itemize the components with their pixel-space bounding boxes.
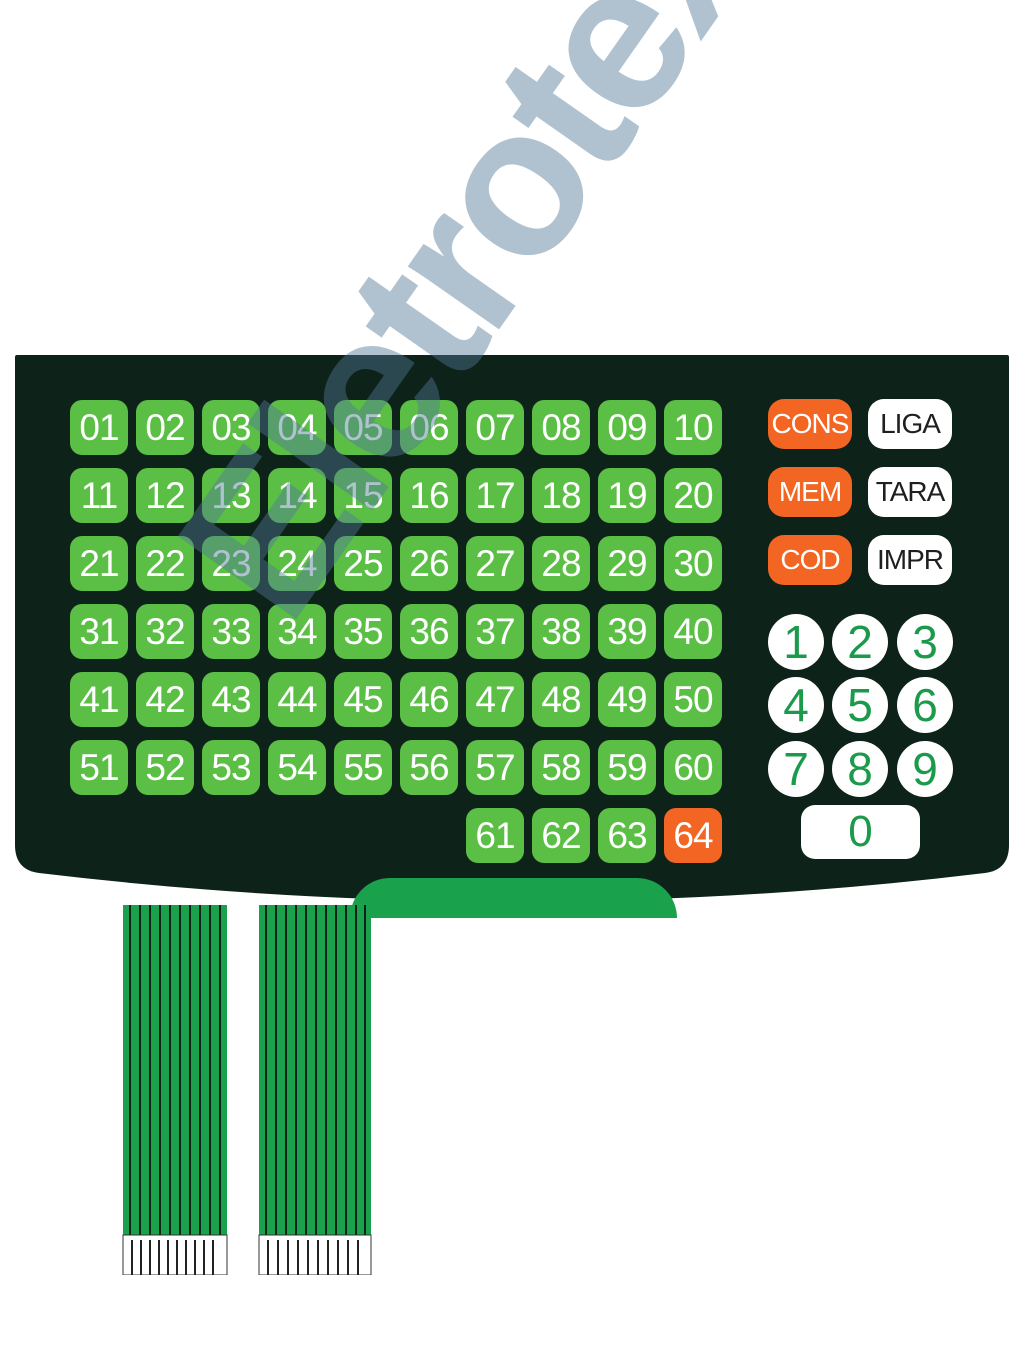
product-key-12[interactable]: 12 bbox=[136, 468, 194, 523]
product-key-26[interactable]: 26 bbox=[400, 536, 458, 591]
digit-5-button[interactable]: 5 bbox=[832, 677, 888, 733]
product-key-51[interactable]: 51 bbox=[70, 740, 128, 795]
product-key-50[interactable]: 50 bbox=[664, 672, 722, 727]
product-key-37[interactable]: 37 bbox=[466, 604, 524, 659]
product-key-07[interactable]: 07 bbox=[466, 400, 524, 455]
product-key-15[interactable]: 15 bbox=[334, 468, 392, 523]
product-key-13[interactable]: 13 bbox=[202, 468, 260, 523]
product-key-03[interactable]: 03 bbox=[202, 400, 260, 455]
product-key-27[interactable]: 27 bbox=[466, 536, 524, 591]
product-key-08[interactable]: 08 bbox=[532, 400, 590, 455]
product-key-47[interactable]: 47 bbox=[466, 672, 524, 727]
product-key-45[interactable]: 45 bbox=[334, 672, 392, 727]
product-key-11[interactable]: 11 bbox=[70, 468, 128, 523]
product-key-32[interactable]: 32 bbox=[136, 604, 194, 659]
product-key-06[interactable]: 06 bbox=[400, 400, 458, 455]
product-key-60[interactable]: 60 bbox=[664, 740, 722, 795]
impr-button[interactable]: IMPR bbox=[868, 535, 952, 585]
product-key-10[interactable]: 10 bbox=[664, 400, 722, 455]
product-key-61[interactable]: 61 bbox=[466, 808, 524, 863]
product-key-29[interactable]: 29 bbox=[598, 536, 656, 591]
product-key-05[interactable]: 05 bbox=[334, 400, 392, 455]
product-key-39[interactable]: 39 bbox=[598, 604, 656, 659]
product-key-23[interactable]: 23 bbox=[202, 536, 260, 591]
product-key-48[interactable]: 48 bbox=[532, 672, 590, 727]
product-key-63[interactable]: 63 bbox=[598, 808, 656, 863]
product-key-19[interactable]: 19 bbox=[598, 468, 656, 523]
product-key-52[interactable]: 52 bbox=[136, 740, 194, 795]
product-key-55[interactable]: 55 bbox=[334, 740, 392, 795]
product-key-40[interactable]: 40 bbox=[664, 604, 722, 659]
cons-button[interactable]: CONS bbox=[768, 399, 852, 449]
product-key-43[interactable]: 43 bbox=[202, 672, 260, 727]
product-key-02[interactable]: 02 bbox=[136, 400, 194, 455]
ribbon-cable-left bbox=[122, 905, 228, 1275]
product-key-54[interactable]: 54 bbox=[268, 740, 326, 795]
product-key-46[interactable]: 46 bbox=[400, 672, 458, 727]
product-key-20[interactable]: 20 bbox=[664, 468, 722, 523]
digit-8-button[interactable]: 8 bbox=[832, 741, 888, 797]
digit-3-button[interactable]: 3 bbox=[897, 614, 953, 670]
digit-7-button[interactable]: 7 bbox=[768, 741, 824, 797]
product-key-30[interactable]: 30 bbox=[664, 536, 722, 591]
product-key-14[interactable]: 14 bbox=[268, 468, 326, 523]
product-key-16[interactable]: 16 bbox=[400, 468, 458, 523]
product-key-24[interactable]: 24 bbox=[268, 536, 326, 591]
product-key-28[interactable]: 28 bbox=[532, 536, 590, 591]
product-key-58[interactable]: 58 bbox=[532, 740, 590, 795]
product-key-33[interactable]: 33 bbox=[202, 604, 260, 659]
product-key-41[interactable]: 41 bbox=[70, 672, 128, 727]
product-key-49[interactable]: 49 bbox=[598, 672, 656, 727]
cod-button[interactable]: COD bbox=[768, 535, 852, 585]
product-key-59[interactable]: 59 bbox=[598, 740, 656, 795]
product-key-36[interactable]: 36 bbox=[400, 604, 458, 659]
product-key-35[interactable]: 35 bbox=[334, 604, 392, 659]
product-key-04[interactable]: 04 bbox=[268, 400, 326, 455]
product-key-18[interactable]: 18 bbox=[532, 468, 590, 523]
product-key-34[interactable]: 34 bbox=[268, 604, 326, 659]
product-key-22[interactable]: 22 bbox=[136, 536, 194, 591]
liga-button[interactable]: LIGA bbox=[868, 399, 952, 449]
mem-button[interactable]: MEM bbox=[768, 467, 852, 517]
panel-tab bbox=[350, 878, 677, 918]
product-key-38[interactable]: 38 bbox=[532, 604, 590, 659]
product-key-31[interactable]: 31 bbox=[70, 604, 128, 659]
product-key-09[interactable]: 09 bbox=[598, 400, 656, 455]
product-key-25[interactable]: 25 bbox=[334, 536, 392, 591]
product-key-42[interactable]: 42 bbox=[136, 672, 194, 727]
product-key-17[interactable]: 17 bbox=[466, 468, 524, 523]
product-key-62[interactable]: 62 bbox=[532, 808, 590, 863]
digit-2-button[interactable]: 2 bbox=[832, 614, 888, 670]
digit-1-button[interactable]: 1 bbox=[768, 614, 824, 670]
product-key-44[interactable]: 44 bbox=[268, 672, 326, 727]
ribbon-cable-right bbox=[258, 905, 372, 1275]
digit-4-button[interactable]: 4 bbox=[768, 677, 824, 733]
digit-0-button[interactable]: 0 bbox=[801, 805, 920, 859]
product-key-57[interactable]: 57 bbox=[466, 740, 524, 795]
tara-button[interactable]: TARA bbox=[868, 467, 952, 517]
product-key-53[interactable]: 53 bbox=[202, 740, 260, 795]
digit-6-button[interactable]: 6 bbox=[897, 677, 953, 733]
product-key-64[interactable]: 64 bbox=[664, 808, 722, 863]
product-key-56[interactable]: 56 bbox=[400, 740, 458, 795]
product-key-21[interactable]: 21 bbox=[70, 536, 128, 591]
product-key-01[interactable]: 01 bbox=[70, 400, 128, 455]
digit-9-button[interactable]: 9 bbox=[897, 741, 953, 797]
